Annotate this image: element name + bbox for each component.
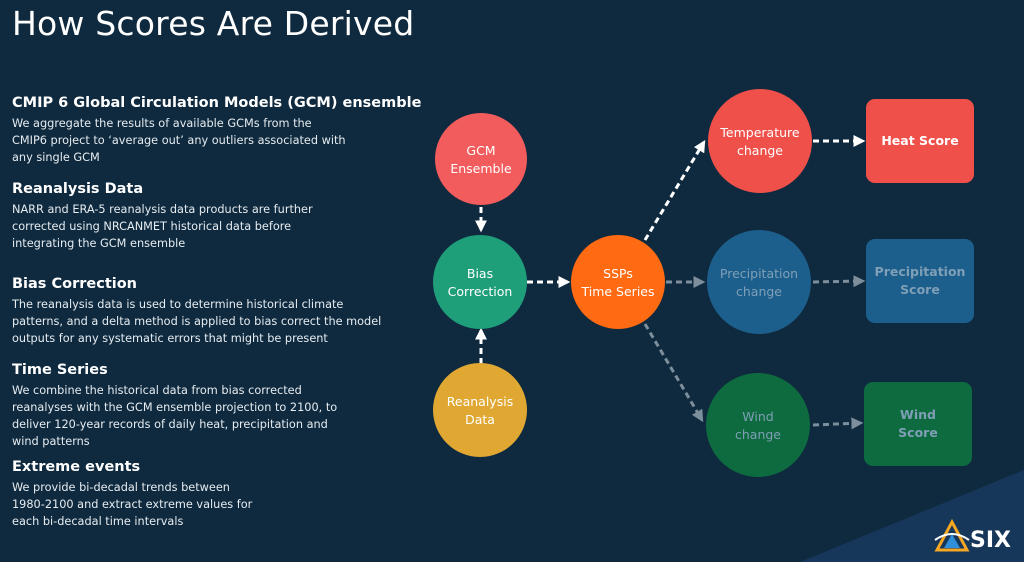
node-label: Precipitation bbox=[720, 266, 798, 281]
node-reanalysis-data: Reanalysis Data bbox=[433, 363, 527, 457]
node-label: Score bbox=[900, 282, 940, 297]
node-label: Wind bbox=[742, 409, 773, 424]
node-label: GCM bbox=[466, 143, 495, 158]
node-label: Precipitation bbox=[875, 264, 966, 279]
node-ssps-time-series: SSPs Time Series bbox=[571, 235, 665, 329]
node-label: Correction bbox=[448, 284, 513, 299]
node-shape bbox=[435, 113, 527, 205]
connectors bbox=[475, 135, 866, 430]
node-precipitation-change: Precipitation change bbox=[707, 230, 811, 334]
section-body: The reanalysis data is used to determine… bbox=[12, 298, 382, 345]
node-label: change bbox=[736, 284, 782, 299]
node-wind-score: Wind Score bbox=[864, 382, 972, 466]
node-gcm-ensemble: GCM Ensemble bbox=[435, 113, 527, 205]
node-shape bbox=[866, 239, 974, 323]
arrow-ssps-to-wind bbox=[643, 323, 704, 423]
node-label: Wind bbox=[900, 407, 936, 422]
node-bias-correction: Bias Correction bbox=[433, 235, 527, 329]
node-label: Ensemble bbox=[450, 161, 512, 176]
section-bias-correction: Bias Correction The reanalysis data is u… bbox=[12, 276, 412, 347]
node-label: change bbox=[737, 143, 783, 158]
section-heading: Extreme events bbox=[12, 459, 141, 475]
node-shape bbox=[707, 230, 811, 334]
node-wind-change: Wind change bbox=[706, 373, 810, 477]
section-heading: Reanalysis Data bbox=[12, 181, 144, 197]
node-label: SSPs bbox=[603, 266, 633, 281]
node-label: Reanalysis bbox=[447, 394, 513, 409]
section-heading: CMIP 6 Global Circulation Models (GCM) e… bbox=[12, 95, 422, 111]
node-shape bbox=[433, 363, 527, 457]
logo-mark-icon bbox=[934, 518, 970, 552]
node-shape bbox=[708, 89, 812, 193]
section-extreme-events: Extreme events We provide bi-decadal tre… bbox=[12, 459, 412, 530]
section-body: We combine the historical data from bias… bbox=[12, 384, 338, 448]
section-body: We provide bi-decadal trends between 198… bbox=[12, 481, 253, 528]
section-time-series: Time Series We combine the historical da… bbox=[12, 362, 412, 450]
node-precipitation-score: Precipitation Score bbox=[866, 239, 974, 323]
node-shape bbox=[433, 235, 527, 329]
logo: SIX bbox=[934, 518, 1011, 553]
node-label: Temperature bbox=[719, 125, 799, 140]
node-label: Score bbox=[898, 425, 938, 440]
arrow-ssps-to-temperature bbox=[643, 139, 706, 241]
section-body: NARR and ERA-5 reanalysis data products … bbox=[12, 203, 313, 250]
node-label: change bbox=[735, 427, 781, 442]
node-heat-score: Heat Score bbox=[866, 99, 974, 183]
node-shape bbox=[706, 373, 810, 477]
logo-text: SIX bbox=[970, 528, 1011, 553]
section-heading: Time Series bbox=[12, 362, 108, 378]
node-label: Bias bbox=[467, 266, 493, 281]
node-shape bbox=[571, 235, 665, 329]
arrow-wind-to-score bbox=[812, 417, 864, 430]
section-gcm: CMIP 6 Global Circulation Models (GCM) e… bbox=[12, 95, 422, 166]
node-shape bbox=[866, 99, 974, 183]
node-shape bbox=[864, 382, 972, 466]
node-label: Data bbox=[465, 412, 495, 427]
arrow-precipitation-to-score bbox=[812, 275, 866, 288]
section-heading: Bias Correction bbox=[12, 276, 138, 292]
node-label: Time Series bbox=[580, 284, 654, 299]
page-title: How Scores Are Derived bbox=[12, 4, 415, 43]
node-temperature-change: Temperature change bbox=[708, 89, 812, 193]
section-reanalysis: Reanalysis Data NARR and ERA-5 reanalysi… bbox=[12, 181, 412, 252]
node-label: Heat Score bbox=[881, 133, 958, 148]
section-body: We aggregate the results of available GC… bbox=[12, 117, 346, 164]
